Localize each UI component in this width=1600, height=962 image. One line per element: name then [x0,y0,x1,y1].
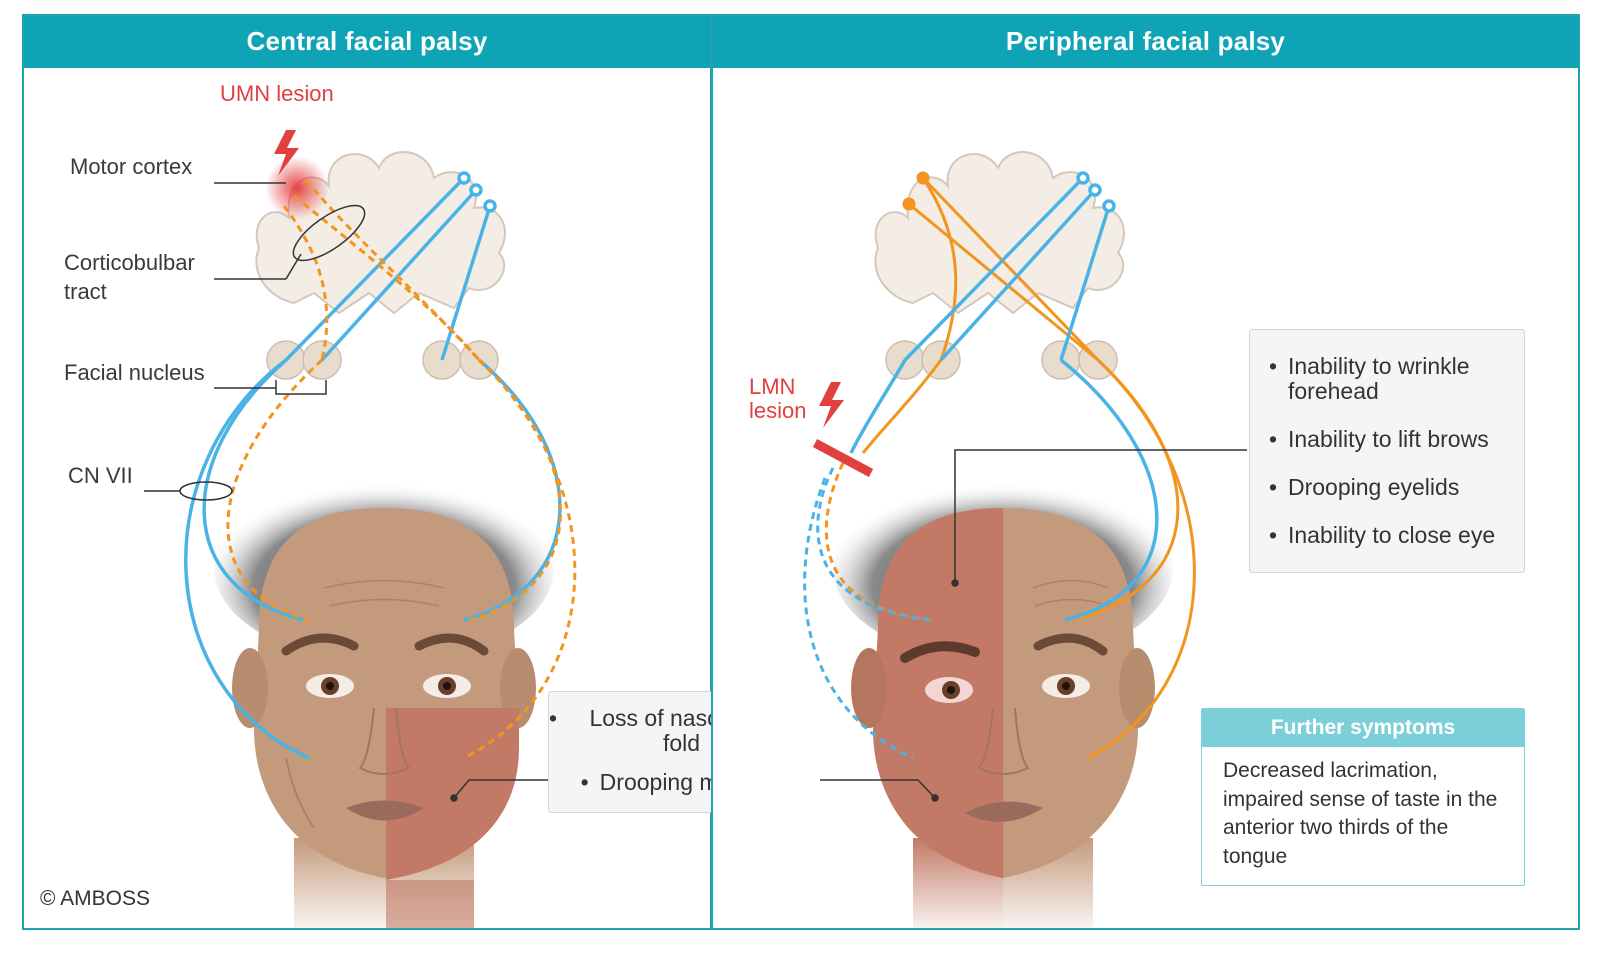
corticobulbar-label: Corticobulbar [64,250,195,275]
central-palsy-panel: Central facial palsy [22,14,712,930]
lmn-lesion-label-2: lesion [749,398,807,423]
mouth [965,801,1043,822]
blue-tracts [849,171,1159,622]
symptom-item: Inability to close eye [1269,523,1524,549]
umn-lesion-label: UMN lesion [220,81,334,106]
motor-cortex-label: Motor cortex [70,154,193,179]
eyebrow-right [1033,633,1108,656]
leader-lines [820,449,1247,802]
eyebrow-left [281,633,359,656]
nose [977,707,1030,775]
facial-nuclei [266,340,499,380]
ear-right [1119,648,1155,728]
lightning-bolt-icon [819,382,844,428]
central-panel-title: Central facial palsy [24,16,710,68]
further-symptoms-title: Further symptoms [1202,709,1524,747]
eyebrow-left [900,641,980,663]
symptom-item: Inability to lift brows [1269,427,1524,453]
symptom-item: Inability to wrinkle forehead [1269,354,1524,404]
peripheral-symptoms-box: Inability to wrinkle forehead Inability … [1249,329,1525,573]
peripheral-diagram [803,151,1247,928]
further-symptoms-text: Decreased lacrimation, impaired sense of… [1223,759,1498,868]
cn7-label: CN VII [68,463,133,488]
orange-tracts [861,171,1196,760]
copyright-label: © AMBOSS [40,887,151,910]
peripheral-face [833,473,1173,928]
affected-area-lower-face [386,708,519,880]
lightning-bolt-icon [274,130,299,176]
lmn-lesion-marker [812,439,874,477]
lmn-lesion-label-1: LMN [749,374,796,399]
central-face [214,473,554,928]
corticobulbar-label-2: tract [64,279,107,304]
leader-lines [144,182,572,802]
peripheral-panel-title: Peripheral facial palsy [713,16,1578,68]
peripheral-palsy-panel: Peripheral facial palsy [711,14,1580,930]
symptom-item: Drooping eyelids [1269,475,1524,501]
eyebrow-right [414,633,489,656]
nose [358,707,411,775]
mouth [346,800,424,821]
blue-tracts-lesioned [803,467,934,760]
blue-tracts [184,171,562,760]
facial-nucleus-label: Facial nucleus [64,360,205,385]
central-diagram [144,130,577,928]
ear-left [851,648,887,728]
lesion-glow [265,156,329,220]
further-symptoms-box: Further symptoms Decreased lacrimation, … [1201,708,1525,886]
orange-tracts [226,179,577,760]
